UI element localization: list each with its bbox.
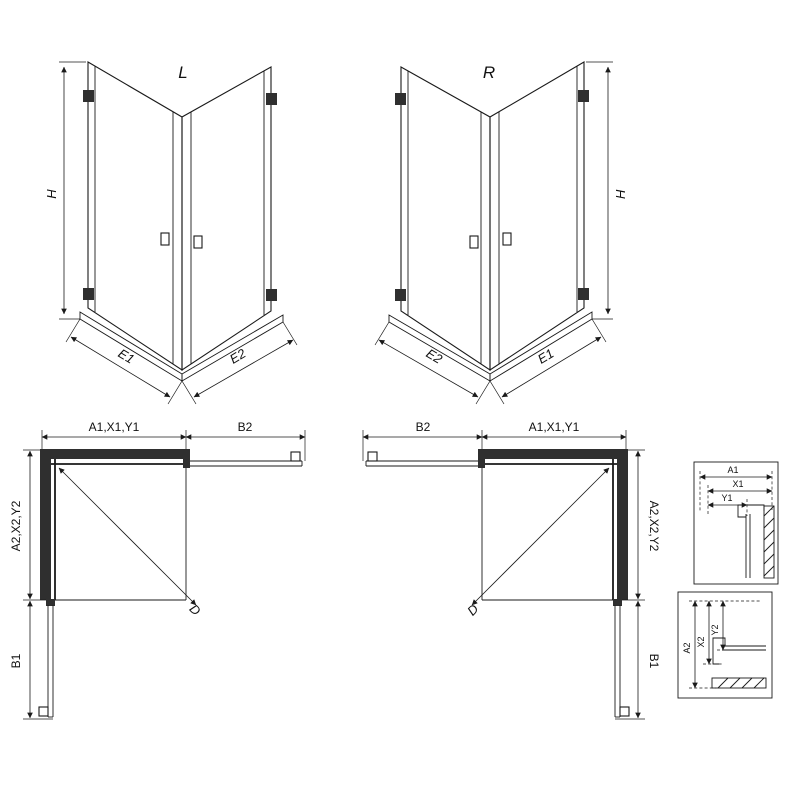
dim-label-e1: E1 [116, 346, 137, 367]
dim-label-h: H [44, 189, 59, 199]
variant-label-left: L [178, 63, 187, 82]
dim-label-b2: B2 [416, 420, 431, 434]
dim-label-a1x1y1: A1,X1,Y1 [529, 420, 580, 434]
door-hinge [183, 459, 190, 468]
dim-line-e2 [378, 339, 479, 398]
dim-label-b2: B2 [238, 420, 253, 434]
plan-right-side-dimensions: A2,X2,Y2 B1 [615, 449, 661, 720]
door-hinge [613, 599, 622, 606]
wall-top [40, 449, 190, 459]
fixed-glass [51, 459, 186, 600]
door-open-bottom [613, 599, 630, 718]
glass-panels-right-view [400, 61, 585, 372]
dim-label-e2: E2 [424, 346, 446, 367]
detail-frame [677, 591, 773, 699]
dim-label-b1: B1 [647, 654, 661, 669]
door-handle [367, 451, 378, 462]
variant-label-right: R [483, 63, 495, 82]
front-view-left: L H [44, 61, 298, 405]
door-hinge [478, 459, 485, 468]
dim-line-e1 [70, 336, 171, 398]
hinge-blocks [83, 90, 277, 301]
dim-label-h: H [613, 189, 628, 199]
dim-label-a2x2y2: A2,X2,Y2 [647, 501, 661, 552]
enclosure-footprint [55, 464, 187, 601]
door-open-bottom [38, 599, 55, 718]
dim-label-e2: E2 [227, 345, 249, 366]
dim-label-d: D [187, 601, 204, 618]
glass-section [722, 645, 766, 651]
walls [40, 449, 190, 600]
wall-section [763, 505, 775, 579]
profile-bracket [737, 504, 765, 518]
dim-label-a1x1y1: A1,X1,Y1 [89, 420, 140, 434]
door-handle [290, 451, 301, 462]
plan-right-top-dimensions: B2 A1,X1,Y1 [362, 420, 627, 461]
dim-label-a2: A2 [682, 642, 692, 653]
walls [478, 449, 628, 600]
door-hinge [46, 599, 55, 606]
profile-bracket [712, 637, 726, 665]
dim-label-d: D [464, 601, 481, 618]
dimension-diagonal: D [464, 467, 610, 618]
dimension-diagonal: D [58, 467, 204, 618]
dim-line-d [471, 467, 610, 606]
wall-side [617, 449, 628, 600]
dim-line-d [58, 467, 197, 606]
dim-line-e2 [193, 339, 294, 398]
dim-label-b1: B1 [9, 653, 23, 668]
detail-frame [693, 461, 779, 585]
plan-left-side-dimensions: A2,X2,Y2 B1 [9, 449, 53, 720]
door-handle [619, 706, 630, 717]
plan-view-left: A1,X1,Y1 B2 D [9, 420, 306, 720]
detail-vertical-section: A2 X2 Y2 [677, 591, 773, 699]
plan-view-right: B2 A1,X1,Y1 D [362, 420, 661, 720]
dim-label-x1: X1 [732, 479, 743, 489]
enclosure-footprint [481, 464, 613, 601]
wall-section [711, 677, 767, 689]
door-open-top [183, 451, 303, 468]
dimension-h-right: H [586, 61, 628, 320]
dim-label-y1: Y1 [721, 493, 732, 503]
dim-label-a2x2y2: A2,X2,Y2 [9, 500, 23, 551]
door-handles [160, 232, 203, 249]
dim-label-e1: E1 [535, 346, 556, 367]
dimension-e1-right: E1 [489, 318, 607, 405]
hinge-blocks [395, 90, 589, 301]
door-handles [469, 232, 512, 249]
door-handle [38, 706, 49, 717]
dimension-e1-left: E1 [65, 318, 183, 405]
detail-horizontal-section: A1 X1 Y1 [693, 461, 779, 585]
dimension-e2-right: E2 [374, 321, 491, 405]
dimension-h-left: H [44, 61, 86, 320]
door-open-top [365, 451, 485, 468]
dim-label-x2: X2 [696, 636, 706, 647]
wall-top [478, 449, 628, 459]
wall-side [40, 449, 51, 600]
dimension-e2-left: E2 [181, 321, 298, 405]
front-view-right: R H [374, 61, 628, 405]
dim-line-e1 [501, 336, 602, 398]
fixed-glass [482, 459, 617, 600]
glass-section [745, 514, 751, 578]
plan-left-top-dimensions: A1,X1,Y1 B2 [41, 420, 306, 461]
dim-label-a1: A1 [727, 465, 738, 475]
glass-panels-left-view [87, 61, 272, 372]
dim-label-y2: Y2 [710, 624, 720, 635]
